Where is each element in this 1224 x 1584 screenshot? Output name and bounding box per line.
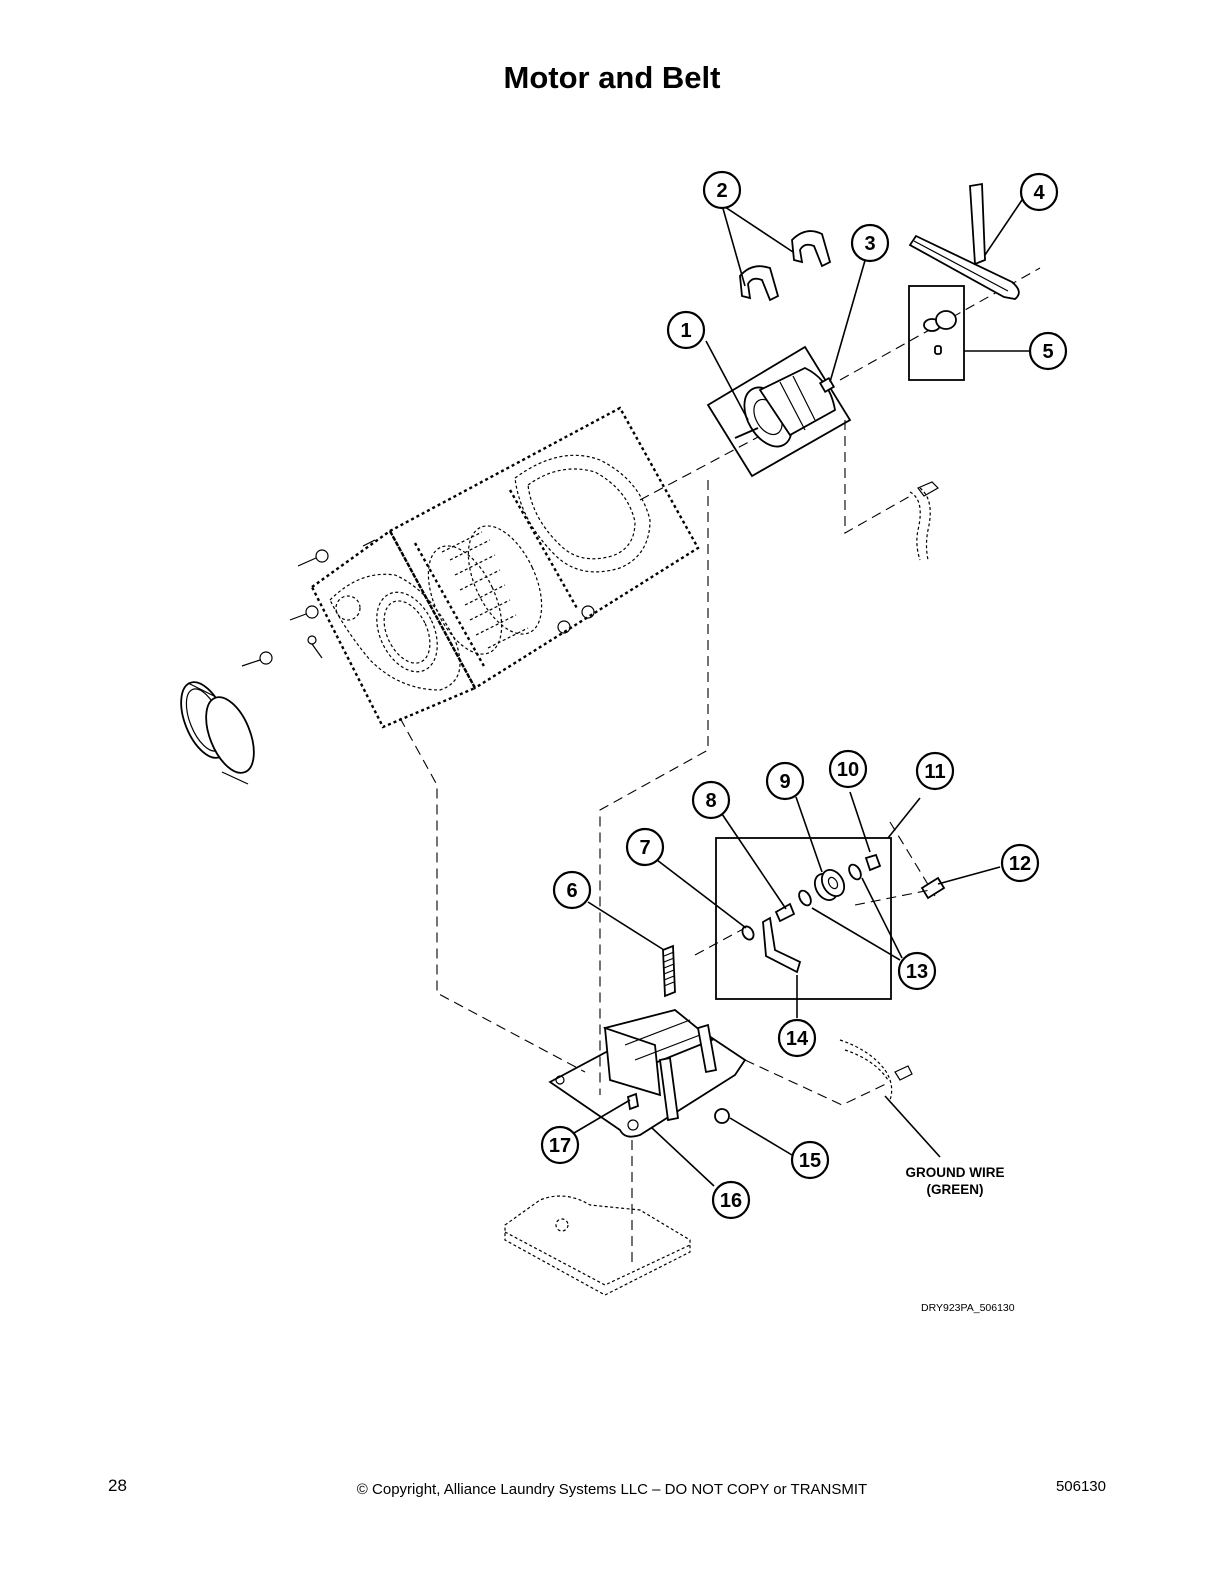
callout-label: 10 xyxy=(837,759,859,781)
callout-label: 2 xyxy=(716,180,727,202)
drum-ring xyxy=(180,681,255,785)
drawing-code: DRY923PA_506130 xyxy=(921,1302,1015,1314)
callout-1: 1 xyxy=(666,310,706,350)
callout-17: 17 xyxy=(540,1125,580,1165)
blower-housing-ghost xyxy=(241,406,761,729)
callout-2: 2 xyxy=(702,170,742,210)
callout-3: 3 xyxy=(850,223,890,263)
callout-15: 15 xyxy=(790,1140,830,1180)
callout-label: 4 xyxy=(1033,182,1045,204)
small-hardware-lower xyxy=(662,876,946,998)
callout-16: 16 xyxy=(711,1180,751,1220)
motor-base-part-16 xyxy=(548,1009,747,1138)
base-ghost xyxy=(504,1140,691,1296)
motor-part-1 xyxy=(706,267,1041,561)
page-number: 28 xyxy=(108,1476,127,1495)
blower-main-box xyxy=(388,406,700,690)
callout-12: 12 xyxy=(1000,843,1040,883)
motor-brackets-part-2 xyxy=(739,230,832,302)
callout-4: 4 xyxy=(1019,172,1059,212)
callout-label: 12 xyxy=(1009,853,1031,875)
callout-label: 16 xyxy=(720,1190,742,1212)
callout-14: 14 xyxy=(777,1018,817,1058)
callout-label: 15 xyxy=(799,1150,821,1172)
belt-part-4 xyxy=(908,182,1020,300)
callout-label: 9 xyxy=(779,771,790,793)
callout-label: 5 xyxy=(1042,341,1053,363)
ground-wire-color-label: (GREEN) xyxy=(927,1182,984,1197)
ground-wire-label: GROUND WIRE xyxy=(906,1165,1005,1180)
callout-label: 7 xyxy=(639,837,650,859)
copyright-notice: © Copyright, Alliance Laundry Systems LL… xyxy=(356,1481,868,1498)
blower-back-plate-box xyxy=(310,529,477,729)
callout-6: 6 xyxy=(552,870,592,910)
callout-8: 8 xyxy=(691,780,731,820)
assembly-dashed-lines xyxy=(399,480,913,1106)
callout-10: 10 xyxy=(828,749,868,789)
document-number: 506130 xyxy=(1055,1478,1106,1495)
callout-13: 13 xyxy=(897,951,937,991)
callout-label: 8 xyxy=(705,790,716,812)
callout-label: 1 xyxy=(680,320,691,342)
callout-label: 13 xyxy=(906,961,928,983)
callout-11: 11 xyxy=(915,751,955,791)
callout-5: 5 xyxy=(1028,331,1068,371)
page-title: Motor and Belt xyxy=(503,60,721,95)
callout-label: 14 xyxy=(786,1028,809,1050)
callout-label: 11 xyxy=(924,761,945,783)
callout-label: 17 xyxy=(549,1135,571,1157)
callout-label: 6 xyxy=(566,880,577,902)
callout-label: 3 xyxy=(864,233,875,255)
callout-7: 7 xyxy=(625,827,665,867)
callout-9: 9 xyxy=(765,761,805,801)
pulley-part-5 xyxy=(908,285,965,381)
idler-assembly-box xyxy=(694,821,936,1000)
